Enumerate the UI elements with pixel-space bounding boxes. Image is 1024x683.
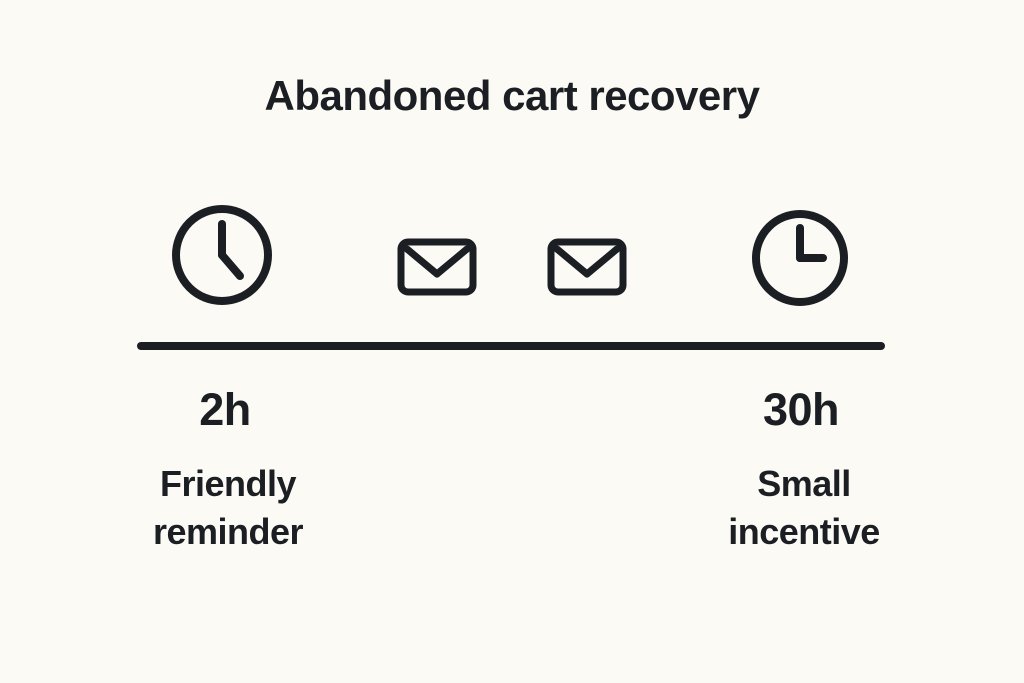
clock-icon [170, 203, 274, 307]
milestone-label-line: reminder [152, 511, 304, 552]
timeline-axis [137, 342, 885, 350]
milestone-label: Small incentive [694, 460, 914, 556]
milestone-label-line: incentive [728, 511, 880, 552]
envelope-icon [397, 238, 477, 296]
diagram-title: Abandoned cart recovery [264, 72, 760, 119]
milestone-label: Friendly reminder [118, 460, 338, 556]
milestone-time: 30h [762, 384, 840, 435]
clock-icon [750, 207, 850, 309]
envelope-icon [547, 238, 627, 296]
milestone-time: 2h [199, 384, 251, 435]
milestone-label-line: Friendly [159, 463, 297, 504]
milestone-label-line: Small [757, 463, 851, 504]
